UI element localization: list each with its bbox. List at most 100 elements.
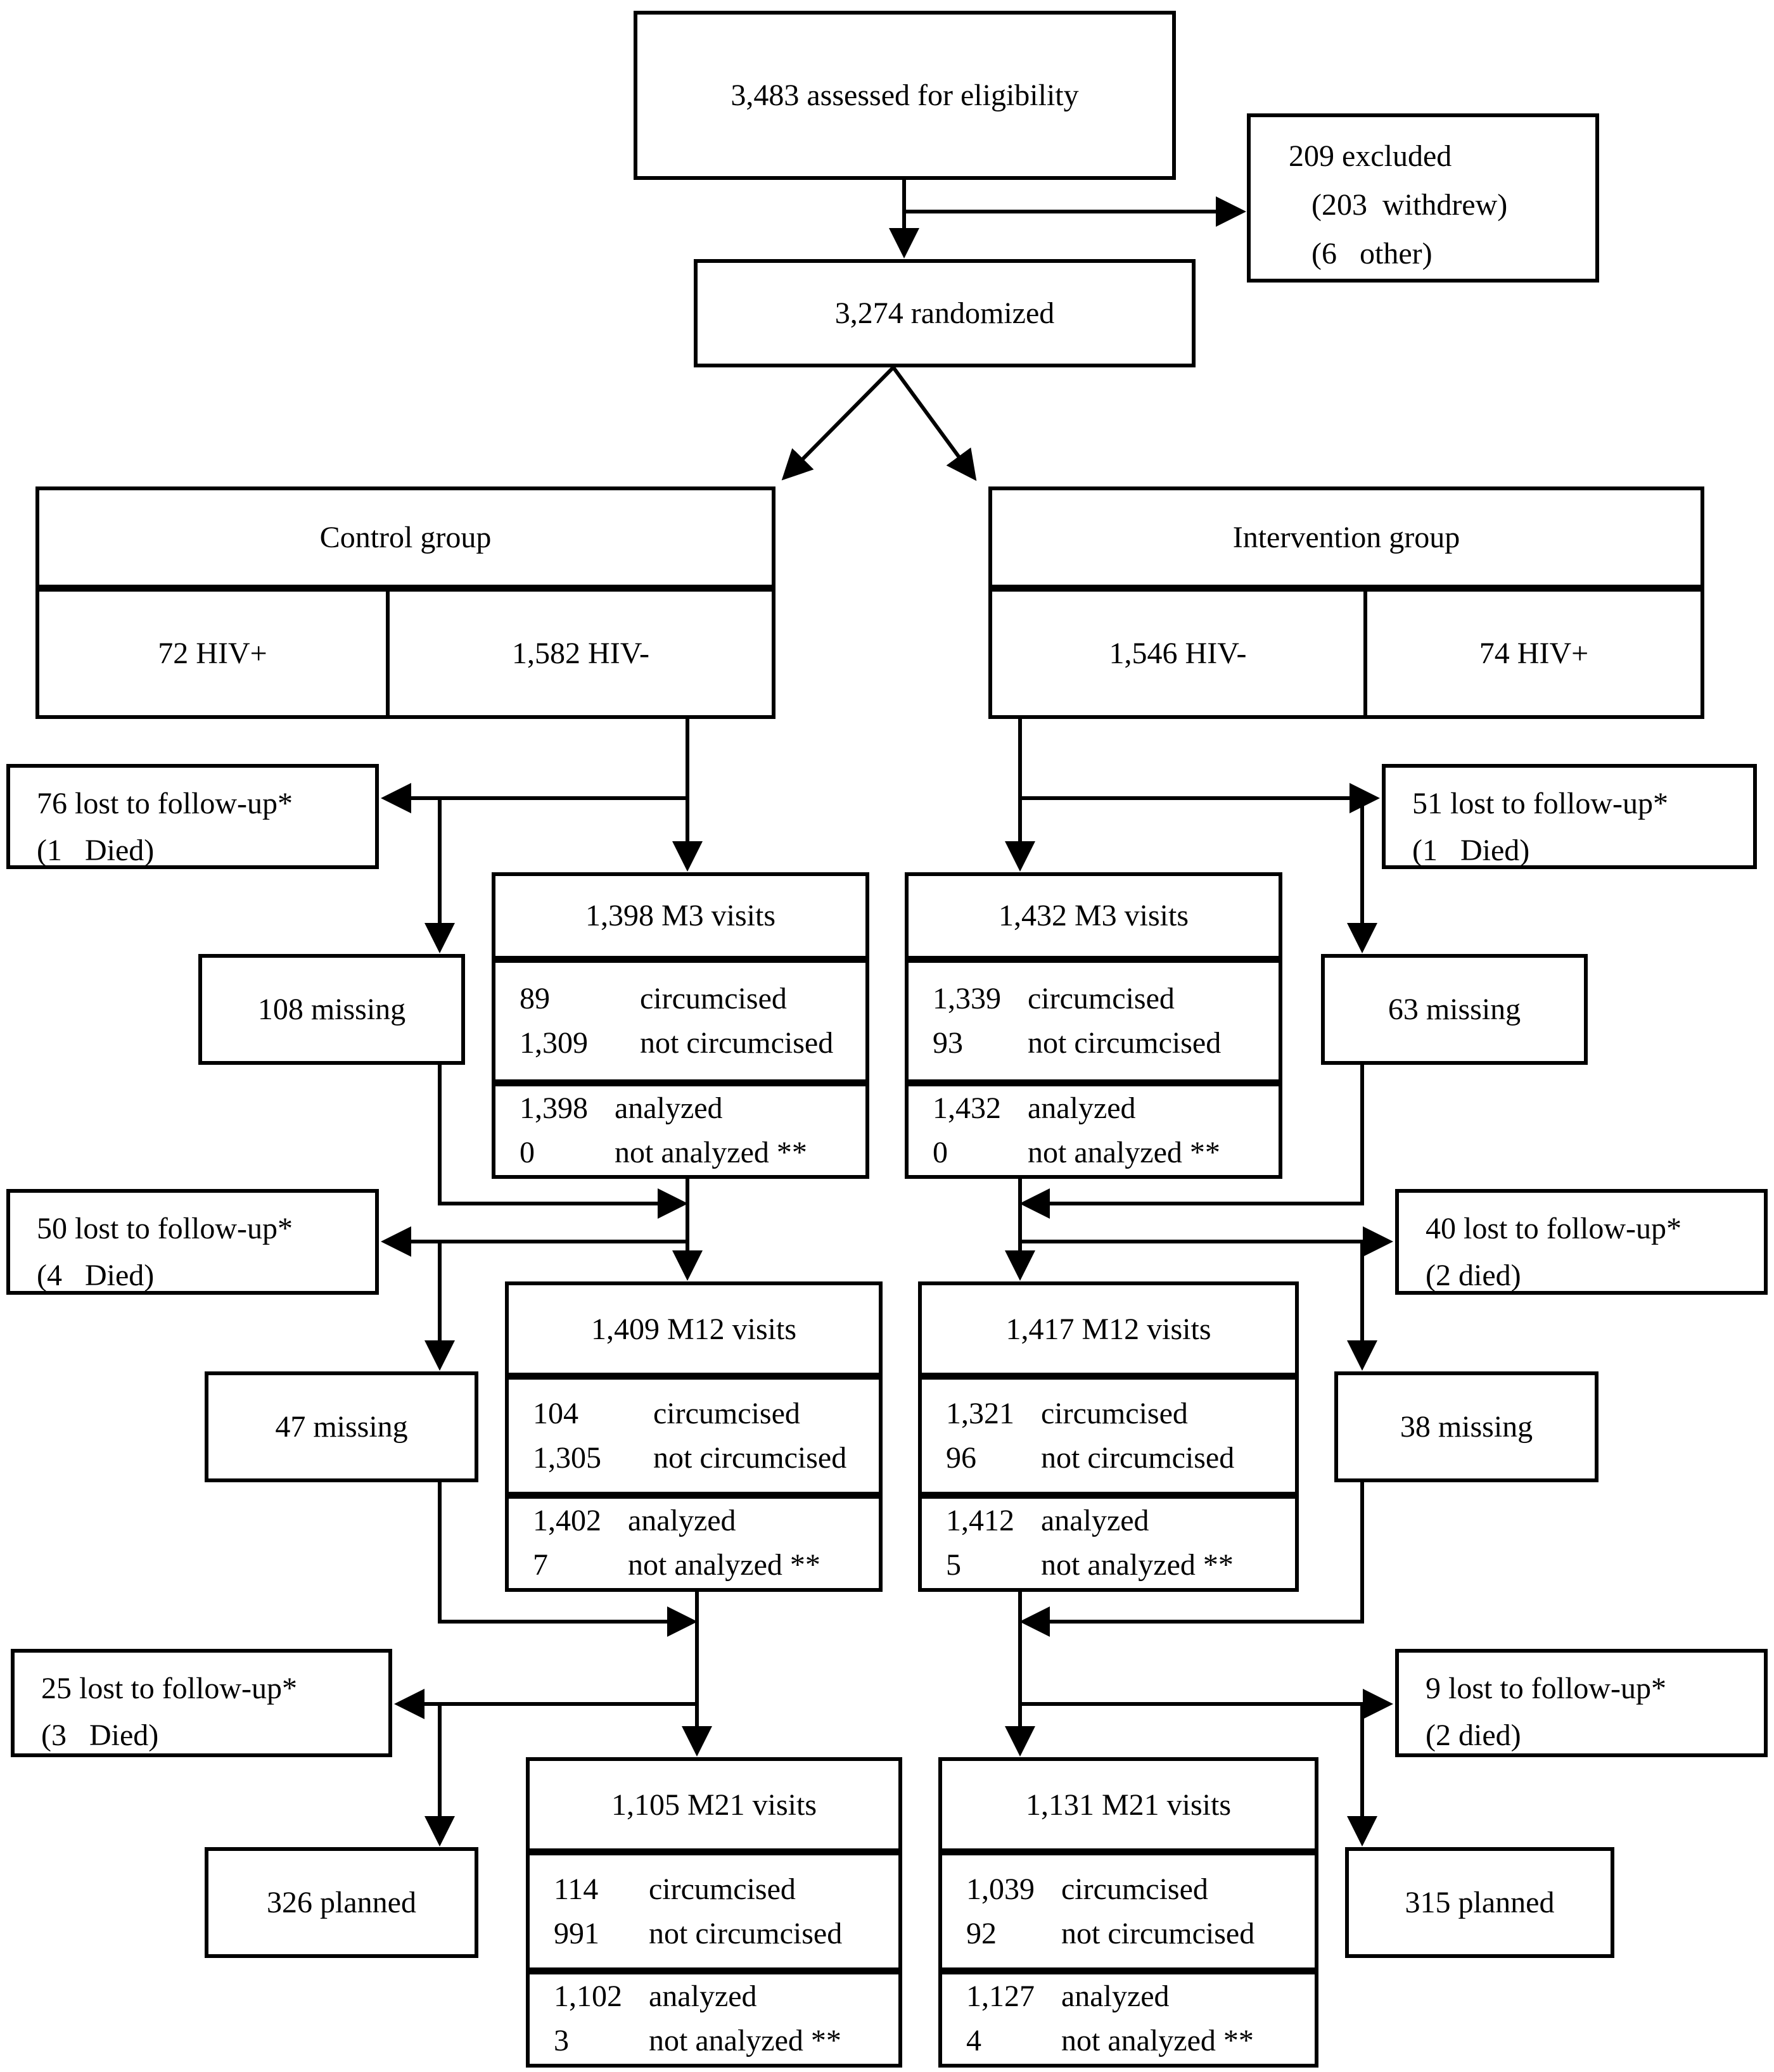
not-analyzed-row: 0 not analyzed ** (520, 1134, 865, 1172)
circumcised-label: circumcised (640, 981, 787, 1015)
excluded-other: (6 other) (1311, 236, 1433, 270)
analyzed-row: 1,412 analyzed (946, 1502, 1295, 1540)
not-circumcised-count: 1,305 (533, 1440, 601, 1475)
analyzed-row: 1,432 analyzed (933, 1090, 1279, 1128)
visits-count-label: 1,409 M12 visits (590, 1312, 797, 1346)
visits-count-label: 1,398 M3 visits (585, 899, 776, 933)
analyzed-row: 1,402 analyzed (533, 1502, 879, 1540)
not-analyzed-label: not analyzed ** (628, 1548, 820, 1582)
circumcised-row: 104 circumcised (533, 1395, 879, 1433)
not-circumcised-row: 92 not circumcised (966, 1915, 1315, 1953)
died-count-line: (1 Died) (37, 834, 155, 868)
intervention-group-box: Intervention group 1,546 HIV- 74 HIV+ (988, 486, 1704, 719)
circumcised-row: 114 circumcised (554, 1871, 898, 1909)
not-circumcised-row: 96 not circumcised (946, 1439, 1295, 1477)
missing-label: 63 missing (1388, 993, 1521, 1026)
control-hiv-negative-label: 1,582 HIV- (512, 637, 649, 670)
intervention-hiv-positive-cell: 74 HIV+ (1363, 592, 1701, 715)
m21-control-analyzed-section: 1,102 analyzed 3 not analyzed ** (530, 1967, 898, 2064)
m12-intervention-analyzed-section: 1,412 analyzed 5 not analyzed ** (922, 1491, 1295, 1588)
excluded-box: 209 excluded (203 withdrew) (6 other) (1247, 113, 1599, 283)
planned-label: 326 planned (267, 1886, 416, 1919)
missing-m3-intervention-box: 63 missing (1321, 954, 1588, 1065)
analyzed-count: 1,412 (946, 1504, 1014, 1538)
not-circumcised-label: not circumcised (640, 1026, 834, 1060)
not-circumcised-count: 93 (933, 1026, 963, 1060)
control-hiv-positive-label: 72 HIV+ (158, 637, 267, 670)
missing-m12-intervention-box: 38 missing (1334, 1371, 1599, 1482)
not-analyzed-count: 0 (520, 1135, 535, 1169)
control-group-title: Control group (39, 490, 772, 592)
not-analyzed-count: 7 (533, 1548, 548, 1582)
not-circumcised-row: 1,309 not circumcised (520, 1024, 865, 1062)
circumcised-count: 104 (533, 1396, 578, 1430)
died-count-line: (3 Died) (41, 1719, 159, 1753)
planned-label: 315 planned (1405, 1886, 1555, 1919)
circumcised-label: circumcised (1061, 1872, 1208, 1906)
visits-count-label: 1,131 M21 visits (1025, 1788, 1232, 1822)
lost-followup-m12-intervention-box: 40 lost to follow-up* (2 died) (1395, 1189, 1768, 1295)
analyzed-row: 1,127 analyzed (966, 1978, 1315, 2016)
analyzed-label: analyzed (628, 1504, 736, 1538)
lost-followup-m21-control-box: 25 lost to follow-up* (3 Died) (11, 1649, 392, 1757)
analyzed-count: 1,402 (533, 1504, 601, 1538)
m12-visits-intervention-box: 1,417 M12 visits 1,321 circumcised 96 no… (918, 1281, 1299, 1592)
m12-visits-control-title: 1,409 M12 visits (509, 1285, 879, 1373)
lost-followup-m3-intervention-box: 51 lost to follow-up* (1 Died) (1382, 764, 1757, 869)
missing-m3-control-box: 108 missing (198, 954, 465, 1065)
circumcised-count: 89 (520, 981, 550, 1015)
control-hiv-positive-cell: 72 HIV+ (39, 592, 386, 715)
m3-visits-control-box: 1,398 M3 visits 89 circumcised 1,309 not… (492, 872, 869, 1179)
not-analyzed-count: 0 (933, 1135, 948, 1169)
m3-control-analyzed-section: 1,398 analyzed 0 not analyzed ** (495, 1079, 865, 1175)
not-circumcised-count: 96 (946, 1440, 976, 1475)
circumcised-label: circumcised (649, 1872, 796, 1906)
circumcised-count: 1,039 (966, 1872, 1035, 1906)
analyzed-count: 1,432 (933, 1091, 1001, 1125)
not-circumcised-count: 991 (554, 1916, 599, 1950)
analyzed-count: 1,398 (520, 1091, 588, 1125)
intervention-hiv-positive-label: 74 HIV+ (1479, 637, 1589, 670)
control-group-cells: 72 HIV+ 1,582 HIV- (39, 592, 772, 715)
circumcised-label: circumcised (1028, 981, 1175, 1015)
m21-visits-control-box: 1,105 M21 visits 114 circumcised 991 not… (526, 1757, 902, 2068)
analyzed-count: 1,102 (554, 1980, 622, 2014)
lost-count-line: 25 lost to follow-up* (41, 1672, 297, 1705)
not-circumcised-count: 92 (966, 1916, 997, 1950)
lost-count-line: 40 lost to follow-up* (1426, 1212, 1681, 1245)
analyzed-label: analyzed (1041, 1504, 1149, 1538)
m3-intervention-circumcision-section: 1,339 circumcised 93 not circumcised (909, 955, 1279, 1079)
circumcised-label: circumcised (653, 1396, 800, 1430)
m3-visits-control-title: 1,398 M3 visits (495, 876, 865, 956)
randomized-box: 3,274 randomized (694, 259, 1196, 367)
excluded-total: 209 excluded (1289, 139, 1452, 173)
circumcised-row: 1,039 circumcised (966, 1871, 1315, 1909)
analyzed-label: analyzed (1028, 1091, 1136, 1125)
missing-label: 38 missing (1400, 1410, 1533, 1444)
intervention-hiv-negative-label: 1,546 HIV- (1109, 637, 1247, 670)
intervention-group-cells: 1,546 HIV- 74 HIV+ (992, 592, 1701, 715)
died-count-line: (4 Died) (37, 1259, 155, 1293)
circumcised-count: 114 (554, 1872, 599, 1906)
lost-followup-m3-control-box: 76 lost to follow-up* (1 Died) (6, 764, 379, 869)
not-analyzed-label: not analyzed ** (1061, 2024, 1254, 2058)
visits-count-label: 1,417 M12 visits (1005, 1312, 1211, 1346)
missing-label: 108 missing (257, 993, 406, 1026)
missing-m12-control-box: 47 missing (205, 1371, 478, 1482)
m12-visits-intervention-title: 1,417 M12 visits (922, 1285, 1295, 1373)
not-analyzed-row: 5 not analyzed ** (946, 1546, 1295, 1584)
not-circumcised-row: 991 not circumcised (554, 1915, 898, 1953)
not-circumcised-label: not circumcised (1061, 1916, 1255, 1950)
circumcised-count: 1,339 (933, 981, 1001, 1015)
randomized-label: 3,274 randomized (834, 296, 1055, 330)
m12-intervention-circumcision-section: 1,321 circumcised 96 not circumcised (922, 1373, 1295, 1491)
not-circumcised-label: not circumcised (1028, 1026, 1222, 1060)
m21-control-circumcision-section: 114 circumcised 991 not circumcised (530, 1848, 898, 1967)
circumcised-row: 1,339 circumcised (933, 980, 1279, 1018)
circumcised-row: 89 circumcised (520, 980, 865, 1018)
excluded-withdrew: (203 withdrew) (1311, 187, 1508, 222)
intervention-hiv-negative-cell: 1,546 HIV- (992, 592, 1363, 715)
m3-visits-intervention-title: 1,432 M3 visits (909, 876, 1279, 956)
not-analyzed-label: not analyzed ** (1041, 1548, 1234, 1582)
